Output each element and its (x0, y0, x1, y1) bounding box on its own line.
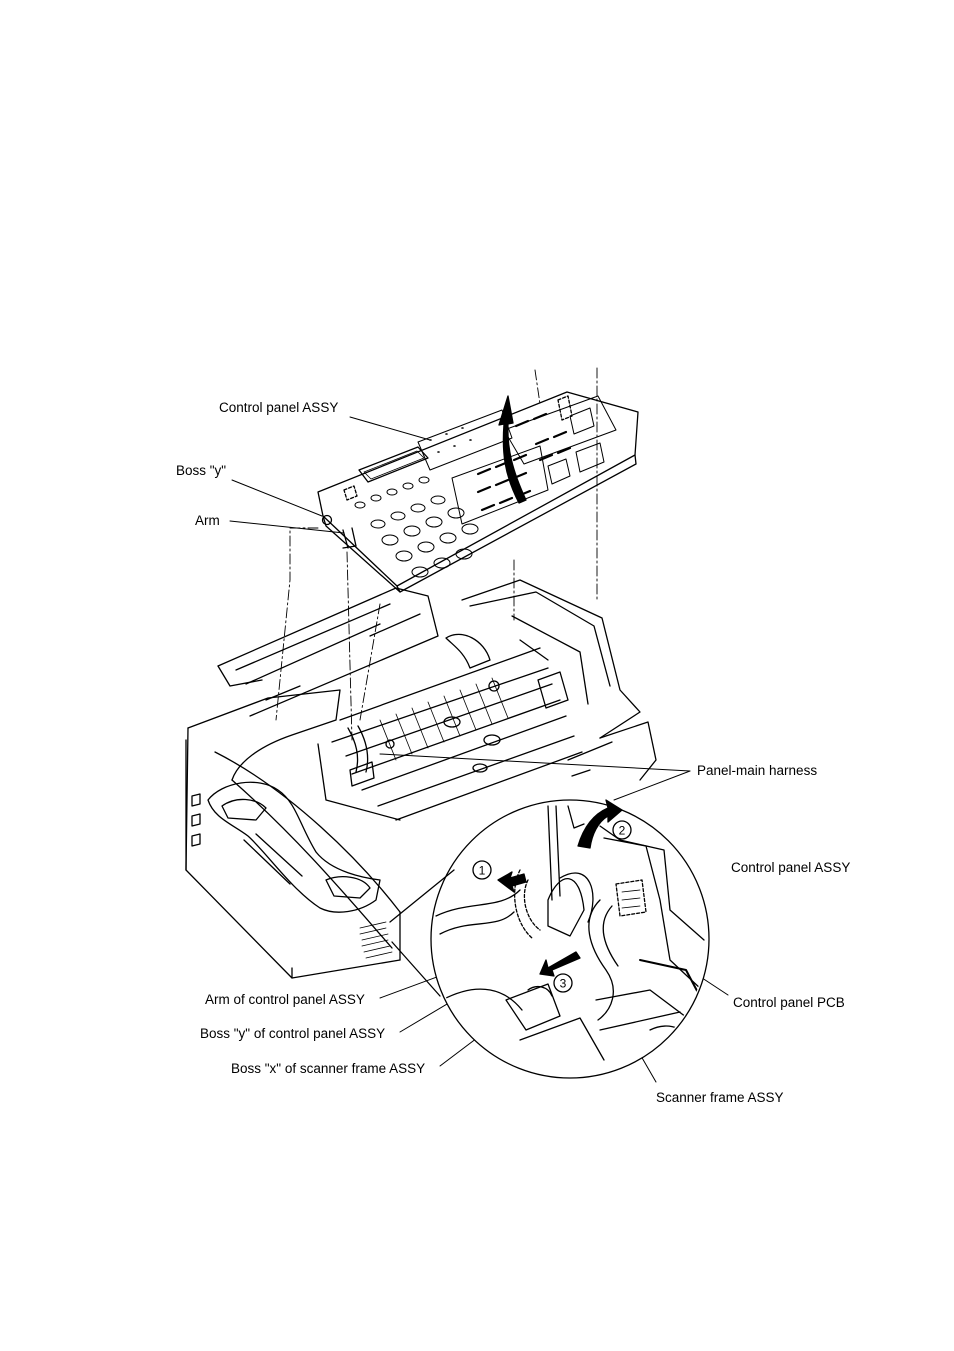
step-3-marker (553, 973, 573, 993)
label-boss-y-of-control-panel-assy: Boss "y" of control panel ASSY (200, 1026, 386, 1041)
step-2-marker (612, 820, 632, 840)
step-1-arrow (497, 871, 527, 893)
label-arm-of-control-panel-assy: Arm of control panel ASSY (205, 992, 365, 1007)
label-panel-main-harness: Panel-main harness (697, 763, 818, 778)
machine-body-drawing (185, 579, 657, 979)
label-scanner-frame-assy: Scanner frame ASSY (656, 1090, 784, 1105)
step-3-arrow (539, 951, 581, 977)
step-3-number: 3 (560, 977, 567, 991)
lift-arrow (498, 395, 527, 504)
step-2-number: 2 (619, 824, 626, 838)
detail-magnifier (389, 799, 710, 1079)
label-control-panel-assy-right: Control panel ASSY (731, 860, 851, 875)
label-control-panel-assy-top: Control panel ASSY (219, 400, 339, 415)
step-2-arrow (577, 799, 623, 849)
label-boss-x-of-scanner-frame-assy: Boss "x" of scanner frame ASSY (231, 1061, 426, 1076)
step-1-marker (472, 860, 492, 880)
label-control-panel-pcb: Control panel PCB (733, 995, 845, 1010)
label-boss-y: Boss "y" (176, 463, 227, 478)
step-1-number: 1 (479, 864, 486, 878)
label-arm: Arm (195, 513, 220, 528)
